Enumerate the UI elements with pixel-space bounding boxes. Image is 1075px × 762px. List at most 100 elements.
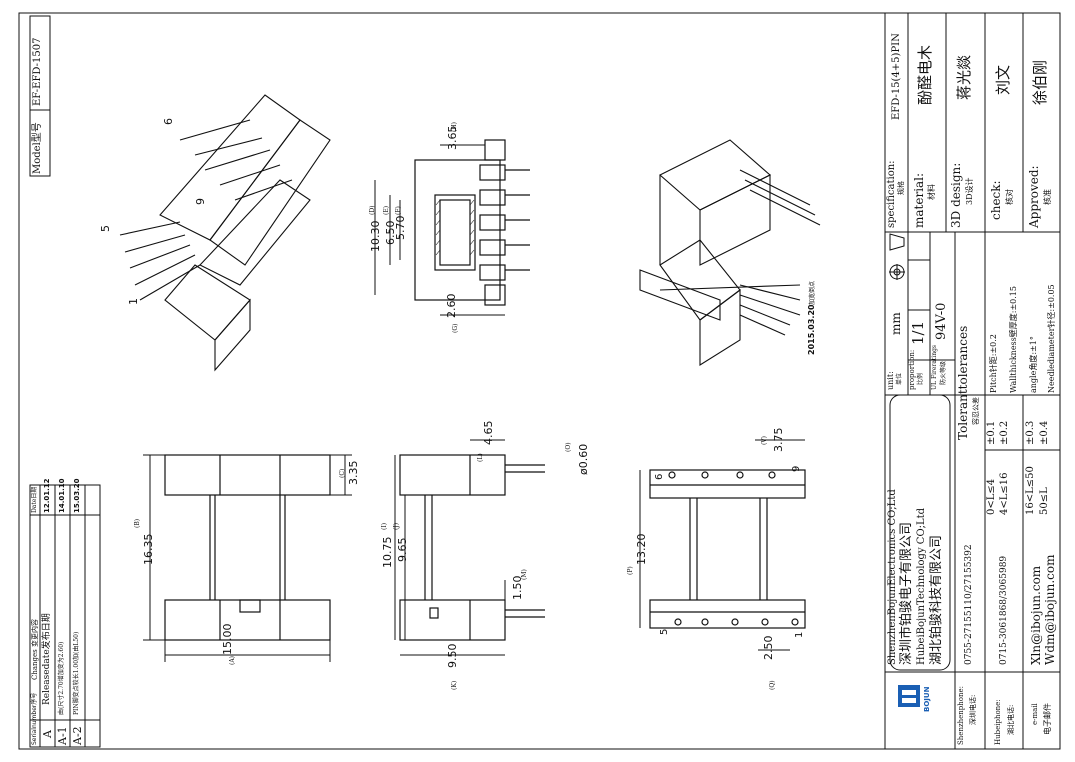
approved-label: Approved: <box>1027 165 1041 228</box>
view-section <box>414 139 530 306</box>
tol-value-2: ±0.3 <box>1025 420 1036 445</box>
view-iso-right <box>639 139 821 366</box>
dim-d4: 10.75 <box>381 536 394 569</box>
pin-6-label: 6 <box>654 473 665 480</box>
logo-text: BOJUN <box>923 686 931 712</box>
changes-header-change: Changes 变更内容 <box>31 619 39 680</box>
changes-table-frame <box>29 484 101 748</box>
tolerance-subtitle: 容忍公差 <box>972 397 980 425</box>
proportion-value: 1/1 <box>909 320 927 345</box>
contact-email-value-2: Wdm@ibojun.com <box>1043 554 1057 665</box>
contact-hb-label-en: Hubeiphone: <box>994 699 1002 745</box>
dim-d7: 9.50 <box>446 643 459 669</box>
pin-6-label: 6 <box>162 118 175 125</box>
changes-header-serial: Serialnumber序号 <box>31 692 38 745</box>
unit-value: mm <box>889 312 903 335</box>
dim-letter-h: (H) <box>451 122 458 132</box>
dim-letter-v: (V) <box>761 435 768 445</box>
changes-row-serial: A-1 <box>56 726 69 745</box>
model-box <box>29 15 51 177</box>
spec-cn: 规格 <box>897 181 905 195</box>
contact-sz-label-cn: 深圳电话: <box>969 694 977 725</box>
dim-d13: 10.30 <box>369 220 382 253</box>
dim-d3: 3.35 <box>347 460 360 486</box>
changes-row-serial: A-2 <box>71 726 84 745</box>
company-name-en-2: HubeiBojunTechnology CO;Ltd <box>916 507 927 665</box>
contact-email-value-1: Xln@ibojun.com <box>1029 565 1043 665</box>
contact-hb-value: 0715-3061868/3065989 <box>999 555 1009 665</box>
contact-email-label-en: e-mail <box>1031 703 1039 725</box>
dim-d17: 2.60 <box>445 293 458 319</box>
pin-9-label: 9 <box>791 465 802 472</box>
pin-1-label: 1 <box>127 298 140 305</box>
view-bottom <box>649 469 806 629</box>
dim-letter-j: (J) <box>393 522 400 530</box>
spec-label: specification: <box>886 160 897 228</box>
company-name-cn-1: 深圳市铂骏电子有限公司 <box>899 521 914 665</box>
flame-value: 94V-0 <box>934 302 949 340</box>
tol-needle: Needlediameter针径:±0.05 <box>1047 284 1056 393</box>
tolerance-title: Toleranttolerances <box>956 325 970 440</box>
tol-wall: Wallthickness壁厚度:±0.15 <box>1009 286 1018 393</box>
dim-d12: 3.75 <box>772 427 785 453</box>
dim-letter-l: (L) <box>477 453 484 462</box>
flame-cn: 防火等级 <box>940 360 947 385</box>
changes-row-change: Releasedate发布日期 <box>42 613 52 705</box>
pin-5-label: 5 <box>659 628 670 635</box>
dim-letter-g: (G) <box>452 323 459 333</box>
tol-range-2: 16<L≤50 <box>1025 466 1036 515</box>
dim-letter-a: (A) <box>229 655 236 665</box>
design-label: 3D design: <box>949 162 963 228</box>
dim-letter-k: (K) <box>451 680 458 690</box>
view-front <box>164 454 331 641</box>
pin-9-label: 9 <box>194 198 207 205</box>
contact-hb-label-cn: 湖北电话: <box>1007 704 1015 735</box>
approved-cn: 核准 <box>1043 189 1052 205</box>
title-block-frame <box>884 12 1061 750</box>
dim-letter-i: (I) <box>381 522 388 530</box>
design-cn: 3D设计 <box>965 177 974 205</box>
dim-d15: 5.70 <box>394 215 407 241</box>
dim-letter-p: (P) <box>627 566 634 575</box>
dim-d11: 2.50 <box>762 635 775 661</box>
tol-value-3: ±0.4 <box>1039 420 1050 445</box>
tol-range-0: 0<L≤4 <box>986 478 997 515</box>
dim-d8: 4.65 <box>482 420 495 446</box>
changes-row-change: PIN脚变点较长1.00加(由L50) <box>73 631 80 715</box>
pin-5-label: 5 <box>99 225 112 232</box>
proportion-label: proportion: <box>908 349 916 390</box>
tol-range-1: 4<L≤16 <box>999 472 1010 516</box>
dim-letter-c: (C) <box>339 468 346 478</box>
bojun-logo <box>898 685 920 707</box>
tol-range-3: 50≤L <box>1039 487 1050 515</box>
spec-value: EFD-15(4+5)PIN <box>891 33 902 120</box>
contact-email-label-cn: 电子邮件 <box>1043 703 1052 735</box>
design-value: 蒋光燚 <box>955 54 973 100</box>
annotation-date: 2015.03.20 <box>807 304 816 355</box>
dim-letter-d: (D) <box>369 205 376 216</box>
approved-value: 徐伯刚 <box>1031 59 1049 105</box>
tol-angle: angle角度:±1° <box>1029 336 1038 393</box>
pin-1-label: 1 <box>794 631 805 638</box>
material-cn: 材料 <box>927 184 936 200</box>
contact-sz-value: 0755-27155110/27155392 <box>964 544 974 665</box>
dim-letter-f: (F) <box>395 206 402 215</box>
material-value: 酚醛电木 <box>916 44 934 105</box>
flame-label: UL Fireratings <box>931 344 938 390</box>
changes-header-date: Date日期 <box>31 486 38 513</box>
tol-pitch: Pitch针距:±0.2 <box>989 334 998 393</box>
proportion-cn: 比例 <box>917 372 924 385</box>
view-iso-left <box>119 94 331 372</box>
changes-row-date: 14.01.10 <box>58 478 66 513</box>
dim-letter-q: (Q) <box>769 680 776 690</box>
check-value: 刘文 <box>994 64 1012 95</box>
dim-d2: 15.00 <box>221 623 234 656</box>
dim-letter-e: (E) <box>383 205 390 215</box>
dim-d10: 13.20 <box>635 533 648 566</box>
changes-row-date: 15.03.20 <box>73 478 81 513</box>
dim-letter-o: (O) <box>565 442 572 452</box>
company-name-en-1: ShenzhenBojunElectronics CO;Ltd <box>887 489 898 665</box>
annotation-note: 加宽倒点 <box>809 280 816 305</box>
